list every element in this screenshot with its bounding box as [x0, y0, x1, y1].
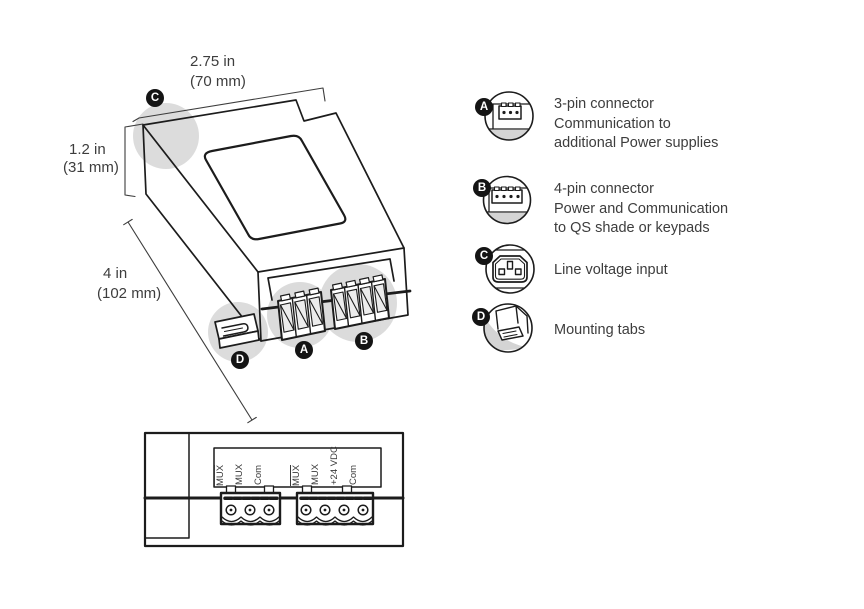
3-pin-connector-3d: [277, 287, 326, 341]
dimension-width-value: 2.75 in: [190, 53, 236, 70]
dimension-height-metric: (31 mm): [63, 159, 119, 176]
callout-badge-b: B: [355, 332, 373, 350]
legend-entry-a-text: 3-pin connector Communication to additio…: [554, 95, 718, 154]
4-pin-connector-icon: [482, 175, 532, 225]
legend-c-line1: Line voltage input: [554, 262, 668, 278]
mounting-tab-3d: [214, 313, 260, 349]
dimension-depth-value: 4 in: [103, 265, 128, 282]
terminal-label-mux-bar-1: MUX: [213, 464, 226, 486]
legend-badge-a: A: [475, 98, 493, 116]
dimension-line-height: [124, 123, 144, 198]
legend-badge-d: D: [472, 308, 490, 326]
legend-b-line3: to QS shade or keypads: [554, 220, 710, 236]
dimension-line-width: [132, 87, 326, 123]
line-voltage-inlet-icon: [485, 244, 535, 294]
isometric-device-drawing: [133, 99, 412, 362]
front-view-3-pin-terminal: [219, 491, 282, 526]
dimension-height-value: 1.2 in: [69, 141, 106, 158]
terminal-label-mux-bar-2: MUX: [289, 464, 302, 486]
legend-d-line1: Mounting tabs: [554, 322, 646, 338]
legend-b-line1: 4-pin connector: [554, 181, 654, 197]
legend-entry-b-text: 4-pin connector Power and Communication …: [554, 180, 728, 239]
callout-badge-a: A: [295, 341, 313, 359]
dimension-lines: [123, 87, 326, 424]
legend-entry-c-text: Line voltage input: [554, 261, 668, 281]
mounting-tab-icon: [483, 303, 533, 353]
dimension-depth: 4 in (102 mm): [97, 264, 161, 304]
dimension-depth-metric: (102 mm): [97, 285, 162, 302]
terminal-label-box: [213, 447, 382, 488]
legend-entry-d-text: Mounting tabs: [554, 321, 645, 341]
terminal-label-mux-1: MUX: [233, 463, 245, 485]
terminal-label-com-1: Com: [252, 464, 264, 485]
callout-badge-d: D: [231, 351, 249, 369]
front-view-drawing: [143, 431, 405, 548]
legend-badge-c: C: [475, 247, 493, 265]
legend-a-line1: 3-pin connector: [554, 96, 654, 112]
dimension-height: 1.2 in (31 mm): [63, 141, 119, 177]
4-pin-connector-3d: [330, 274, 390, 330]
highlight-circle-c: [133, 103, 199, 169]
legend-a-line3: additional Power supplies: [554, 135, 719, 151]
terminal-label-24vdc: +24 VDC: [328, 446, 340, 485]
terminal-label-com-2: Com: [347, 464, 359, 485]
dimension-width-metric: (70 mm): [190, 73, 246, 90]
3-pin-connector-icon: [484, 91, 534, 141]
legend-a-line2: Communication to: [554, 115, 671, 132]
dimension-width: 2.75 in (70 mm): [190, 52, 246, 92]
callout-badge-c: C: [146, 89, 164, 107]
legend-b-line2: Power and Communication: [554, 200, 729, 217]
terminal-label-mux-2: MUX: [309, 463, 321, 485]
legend-icons: [482, 91, 535, 353]
dimension-line-depth: [123, 218, 257, 424]
legend-badge-b: B: [473, 179, 491, 197]
front-view-4-pin-terminal: [295, 491, 375, 526]
